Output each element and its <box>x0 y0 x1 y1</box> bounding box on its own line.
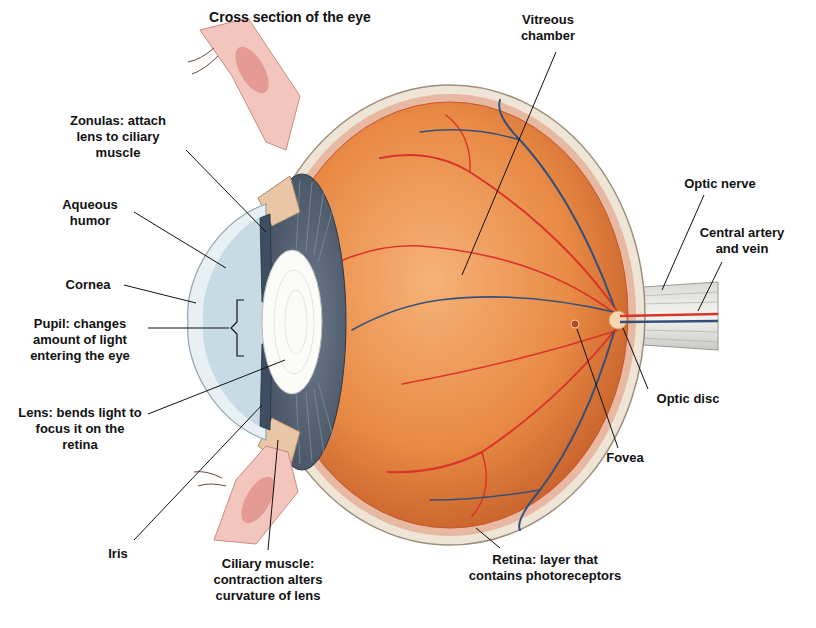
artery <box>446 115 470 172</box>
zonule-fibre <box>318 382 334 440</box>
leader-line <box>148 360 285 414</box>
leader-line <box>577 329 618 448</box>
leader-lines <box>124 52 722 550</box>
part-label: Retina: layer that contains photorecepto… <box>464 552 626 584</box>
artery <box>388 326 618 472</box>
fovea-spot <box>571 320 579 328</box>
leader-line <box>698 262 722 311</box>
leader-line <box>134 405 262 540</box>
zonule-ring <box>258 174 346 470</box>
pupil-bracket <box>231 300 244 356</box>
central-vein <box>620 321 718 322</box>
eyelash <box>188 48 214 62</box>
part-label: Ciliary muscle: contraction alters curva… <box>193 556 343 604</box>
leader-line <box>476 528 500 548</box>
vein <box>430 490 540 500</box>
eyelid-gland <box>229 41 276 98</box>
central-artery <box>620 314 718 316</box>
leader-line <box>268 440 278 550</box>
leader-line <box>134 212 226 268</box>
zonule-fibre <box>296 392 300 464</box>
artery <box>472 452 486 516</box>
lower-eyelid <box>214 446 298 544</box>
part-label: Cornea <box>48 277 128 293</box>
leader-line <box>662 195 704 290</box>
part-label: Optic disc <box>643 391 733 407</box>
leader-line <box>462 52 556 275</box>
sclera <box>255 85 645 545</box>
part-label: Optic nerve <box>670 176 770 192</box>
vein <box>420 130 520 140</box>
vein <box>352 297 614 330</box>
part-label: Aqueous humor <box>50 197 130 229</box>
artery <box>402 330 618 384</box>
lens-shape <box>262 250 322 394</box>
vein <box>499 100 614 306</box>
nerve-fibres <box>640 292 718 342</box>
aqueous-humor-region <box>203 214 266 430</box>
retinal-vessels <box>338 100 618 530</box>
nerve-fibre <box>640 330 718 332</box>
diagram-title: Cross section of the eye <box>140 8 440 26</box>
eyelash <box>192 56 218 74</box>
part-label: Vitreous chamber <box>506 12 590 44</box>
part-label: Iris <box>88 546 148 562</box>
optic-disc-spot <box>609 311 627 329</box>
leader-line <box>148 328 229 329</box>
part-label: Fovea <box>595 450 655 466</box>
zonule-fibre <box>296 180 300 252</box>
leader-line <box>186 150 266 232</box>
lens-layer <box>274 270 314 374</box>
eyelashes <box>188 48 226 486</box>
zonule-fibre <box>306 392 312 462</box>
eyelash <box>198 484 226 486</box>
part-label: Central artery and vein <box>692 225 792 257</box>
zonule-fibre <box>318 205 334 262</box>
part-label: Lens: bends light to focus it on the ret… <box>18 405 142 453</box>
leader-line <box>124 285 196 303</box>
part-label: Pupil: changes amount of light entering … <box>19 316 141 364</box>
upper-eyelid <box>200 18 300 150</box>
artery <box>338 246 618 316</box>
lens-layer <box>285 290 307 354</box>
part-label: Zonulas: attach lens to ciliary muscle <box>59 113 177 161</box>
leader-line <box>623 328 648 389</box>
nerve-fibre <box>640 302 718 304</box>
vein <box>519 332 614 530</box>
zonule-fibre <box>306 182 312 252</box>
cornea-shape <box>188 204 266 440</box>
nerve-fibre <box>640 338 718 342</box>
